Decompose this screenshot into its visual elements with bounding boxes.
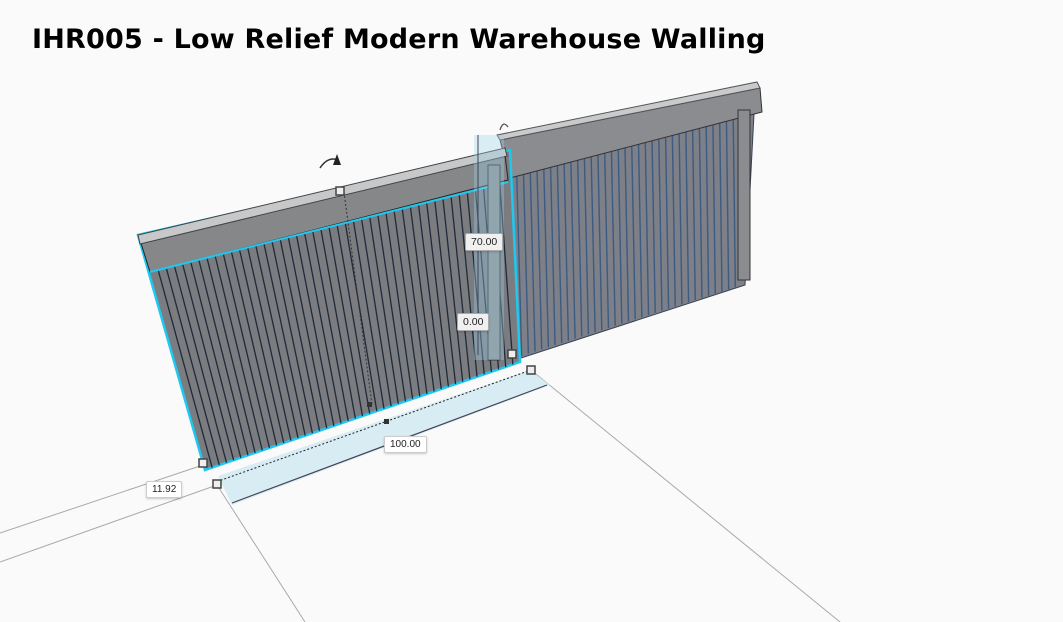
wall-rib	[732, 119, 737, 288]
wall-rib	[336, 224, 371, 414]
wall-rib	[536, 170, 543, 350]
wall-rib	[190, 261, 242, 458]
wall-rib	[529, 172, 536, 352]
wall-rib	[698, 128, 703, 298]
wall-rib	[198, 259, 249, 456]
height-dimension-field[interactable]: 70.00	[465, 233, 504, 251]
wall-rib	[409, 206, 435, 392]
right-wall-panel[interactable]	[496, 81, 763, 361]
wall-rib	[499, 183, 514, 365]
rotate-handle-icon[interactable]	[319, 154, 341, 169]
center-handles[interactable]	[367, 402, 389, 424]
wall-rib	[255, 245, 299, 439]
wall-rib	[352, 220, 385, 409]
wall-rib	[401, 208, 428, 394]
wall-rib	[206, 257, 256, 453]
wall-rib	[705, 126, 710, 296]
wall-rib	[247, 247, 292, 441]
wall-rib	[360, 218, 392, 407]
wall-rib	[271, 241, 314, 434]
wall-rib	[624, 147, 630, 322]
wall-rib	[157, 269, 213, 468]
wall-rib	[685, 132, 690, 303]
wall-rib	[576, 160, 583, 337]
wall-rib	[303, 233, 342, 424]
wall-rib	[631, 146, 636, 320]
elevation-dimension-field[interactable]: 0.00	[457, 313, 490, 331]
wall-rib	[522, 174, 530, 354]
wall-rib	[295, 235, 335, 426]
wall-rib	[328, 226, 364, 417]
wall-rib	[238, 249, 285, 444]
length-dimension-field[interactable]: 100.00	[384, 436, 427, 453]
resize-handles[interactable]	[198, 186, 536, 489]
wall-rib	[691, 130, 696, 301]
wall-rib	[570, 162, 576, 339]
wall-rib	[173, 265, 228, 463]
wall-rib	[610, 151, 616, 326]
downpipe	[487, 164, 501, 361]
wall-rib	[385, 212, 414, 399]
wall-rib	[671, 135, 676, 307]
wall-rib	[450, 196, 471, 380]
wall-rib	[181, 263, 235, 461]
wall-rib	[556, 165, 563, 343]
wall-rib	[442, 198, 464, 382]
wall-rib	[287, 237, 328, 429]
wall-rib	[320, 228, 356, 419]
workplane-grid-lines	[0, 369, 841, 622]
wall-rib	[214, 255, 263, 451]
wall-rib	[393, 210, 421, 397]
wall-rib	[617, 149, 623, 324]
wall-rib	[279, 239, 321, 431]
wall-rib	[263, 243, 306, 436]
page-title: IHR005 - Low Relief Modern Warehouse Wal…	[32, 24, 766, 55]
wall-rib	[590, 156, 596, 333]
wall-rib	[312, 230, 349, 422]
wall-rib	[637, 144, 643, 318]
wall-rib	[230, 251, 278, 446]
wall-rib	[725, 121, 730, 290]
wall-rib	[165, 267, 220, 466]
wall-rib	[543, 169, 550, 348]
wall-rib	[425, 202, 450, 387]
wall-rib	[516, 176, 523, 356]
wall-rib	[712, 125, 716, 294]
wall-rib	[678, 133, 683, 305]
wall-rib	[597, 155, 603, 331]
wall-rib	[377, 214, 407, 402]
wall-rib	[434, 200, 457, 385]
wall-rib	[604, 153, 610, 328]
wall-rib	[719, 123, 723, 292]
depth-dimension-field[interactable]: 11.92	[146, 481, 183, 498]
wall-rib	[563, 163, 570, 341]
wall-rib	[549, 167, 556, 346]
wall-rib	[369, 216, 399, 404]
rotate-handle-side-icon[interactable]	[499, 123, 509, 131]
wall-rib	[651, 140, 656, 313]
downpipe-right	[737, 109, 751, 281]
wall-rib	[664, 137, 670, 309]
wall-rib	[583, 158, 590, 335]
wall-rib	[344, 222, 378, 412]
wall-rib	[658, 139, 663, 311]
wall-rib	[222, 253, 271, 449]
wall-rib	[417, 204, 442, 390]
wall-rib	[466, 192, 485, 375]
wall-rib	[644, 142, 650, 316]
wall-rib	[458, 194, 478, 377]
selected-wall-panel[interactable]	[136, 147, 522, 472]
